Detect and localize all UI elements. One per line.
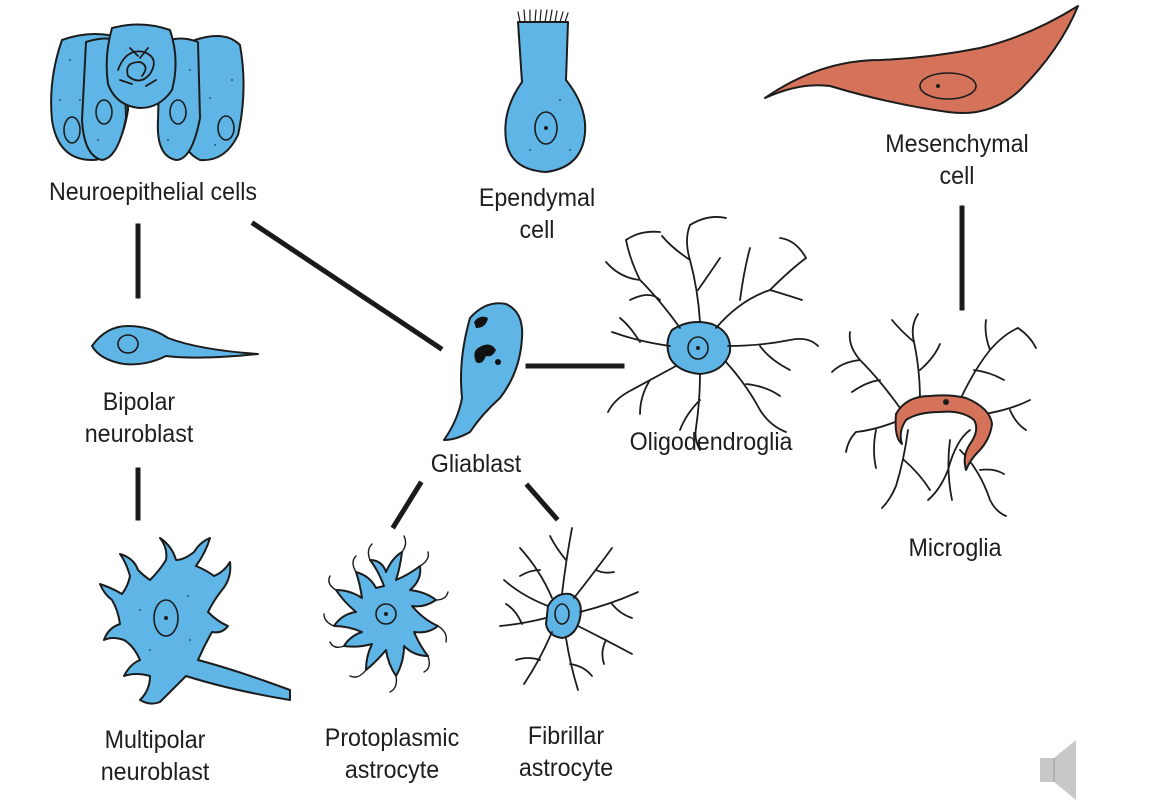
- label-multipolar-neuroblast: Multipolar neuroblast: [100, 726, 210, 786]
- oligodendroglia-drawing: [605, 216, 819, 451]
- multipolar-neuroblast-drawing: [99, 537, 291, 705]
- label-ependymal-cell: Ependymal cell: [478, 184, 596, 244]
- connector-neuroepithelial-gliablast: [250, 220, 444, 352]
- label-mesenchymal-cell: Mesenchymal cell: [885, 130, 1029, 190]
- label-fibrillar-astrocyte: Fibrillar astrocyte: [518, 722, 614, 782]
- protoplasmic-astrocyte-drawing: [323, 535, 449, 693]
- label-gliablast: Gliablast: [430, 450, 522, 478]
- neuroepithelial-cells-drawing: [50, 23, 245, 162]
- label-protoplasmic-astrocyte: Protoplasmic astrocyte: [324, 724, 460, 784]
- microglia-drawing: [831, 313, 1037, 517]
- label-bipolar-neuroblast: Bipolar neuroblast: [84, 388, 194, 448]
- mesenchymal-cell-drawing: [764, 5, 1079, 114]
- fibrillar-astrocyte-drawing: [499, 527, 639, 691]
- bipolar-neuroblast-drawing: [91, 325, 259, 366]
- ependymal-cell-drawing: [504, 9, 587, 173]
- speaker-icon[interactable]: [1040, 740, 1076, 800]
- label-microglia: Microglia: [908, 534, 1002, 562]
- lineage-connectors: [135, 205, 965, 530]
- gliablast-drawing: [443, 302, 524, 441]
- label-neuroepithelial-cells: Neuroepithelial cells: [48, 178, 258, 206]
- connector-gliablast-protoplasmic: [390, 480, 424, 530]
- connector-gliablast-fibrillar: [524, 482, 560, 522]
- label-oligodendroglia: Oligodendroglia: [629, 428, 793, 456]
